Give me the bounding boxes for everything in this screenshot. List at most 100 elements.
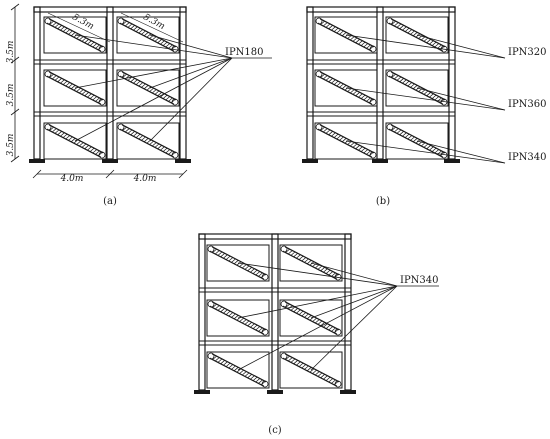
brace-hatch — [143, 138, 149, 143]
brace-hatch — [217, 358, 223, 363]
brace-hatch — [217, 306, 223, 311]
brace-hatch — [157, 145, 162, 150]
infill-panel — [43, 16, 107, 54]
infill-panel — [116, 69, 180, 107]
column — [106, 6, 114, 160]
dimension-tick — [10, 108, 20, 116]
brace-hatch — [304, 313, 309, 318]
support — [372, 159, 388, 163]
brace-hatch — [325, 324, 331, 329]
brace-hatch — [79, 142, 84, 147]
brace-hatch — [402, 132, 407, 137]
brace-hatch — [133, 132, 138, 137]
brace-hatch — [296, 254, 301, 259]
support — [302, 159, 318, 163]
leader-line — [416, 87, 506, 111]
brace-node — [44, 123, 52, 131]
brace-edge — [390, 18, 446, 48]
storey-height-label-2: 3.5m — [6, 84, 16, 107]
floor-beam — [33, 59, 187, 65]
brace-hatch — [285, 248, 290, 253]
brace-hatch — [341, 138, 347, 143]
brace-node — [117, 70, 125, 78]
dimension-tick — [32, 169, 42, 179]
brace-node — [98, 45, 106, 53]
brace-node — [207, 300, 215, 308]
bay-width-label-2: 4.0m — [133, 174, 157, 184]
dimension-tick — [10, 155, 20, 163]
brace-hatch — [49, 20, 54, 25]
brace-hatch — [89, 147, 95, 152]
infill-panel — [314, 122, 378, 160]
brace-hatch — [122, 20, 127, 25]
leader-line — [345, 87, 506, 111]
brace-hatch — [325, 269, 331, 274]
frame-b — [302, 6, 506, 164]
brace-hatch — [323, 323, 328, 328]
brace-hatch — [396, 76, 402, 81]
brace-hatch — [168, 150, 173, 155]
brace-hatch — [92, 43, 98, 48]
leader-line — [310, 285, 398, 319]
support — [102, 159, 118, 163]
brace-hatch — [396, 129, 402, 134]
brace-hatch — [244, 372, 250, 377]
brace-node — [261, 380, 269, 388]
brace-hatch — [293, 253, 298, 258]
brace-hatch — [65, 29, 71, 34]
brace-hatch — [423, 90, 429, 95]
brace-hatch — [325, 129, 331, 134]
brace-hatch — [418, 34, 423, 39]
brace-hatch — [231, 258, 236, 263]
brace-hatch — [81, 90, 87, 95]
brace-hatch — [250, 268, 255, 273]
brace-hatch — [296, 309, 301, 314]
brace-hatch — [255, 378, 261, 383]
brace-hatch — [423, 37, 429, 42]
brace-hatch — [244, 265, 250, 270]
column — [33, 6, 41, 160]
brace-hatch — [333, 27, 339, 32]
brace-hatch — [141, 30, 146, 35]
brace-hatch — [79, 36, 84, 41]
brace-hatch — [404, 27, 410, 32]
brace-hatch — [225, 255, 231, 260]
brace-hatch — [87, 40, 92, 45]
brace-hatch — [410, 136, 415, 141]
brace-hatch — [355, 39, 360, 44]
brace-hatch — [165, 43, 171, 48]
brace-hatch — [339, 30, 344, 35]
brace-edge — [121, 18, 177, 48]
brace-hatch — [146, 33, 152, 38]
brace-node — [261, 273, 269, 281]
brace-hatch — [429, 40, 434, 45]
brace-hatch — [315, 371, 320, 376]
brace-hatch — [95, 97, 100, 102]
bay-width-label-1: 4.0m — [60, 174, 84, 184]
brace-hatch — [73, 139, 79, 144]
brace-hatch — [355, 92, 360, 97]
brace-hatch — [288, 250, 293, 255]
brace-edge — [319, 124, 375, 154]
brace-hatch — [320, 322, 325, 327]
brace-hatch — [125, 128, 130, 133]
brace-hatch — [301, 312, 307, 317]
caption-c: (c) — [268, 425, 282, 436]
brace-hatch — [157, 92, 162, 97]
brace-hatch — [143, 85, 149, 90]
brace-hatch — [309, 368, 315, 373]
brace-hatch — [87, 146, 92, 151]
support — [29, 159, 45, 163]
brace-hatch — [168, 44, 173, 49]
infill-panel — [385, 69, 449, 107]
brace-hatch — [233, 315, 239, 320]
brace-hatch — [233, 367, 239, 372]
brace-hatch — [325, 23, 331, 28]
brace-hatch — [122, 126, 127, 131]
brace-hatch — [391, 126, 396, 131]
brace-hatch — [231, 365, 236, 370]
brace-hatch — [52, 75, 57, 80]
brace-hatch — [138, 135, 144, 140]
brace-hatch — [135, 133, 141, 138]
brace-hatch — [320, 126, 325, 131]
